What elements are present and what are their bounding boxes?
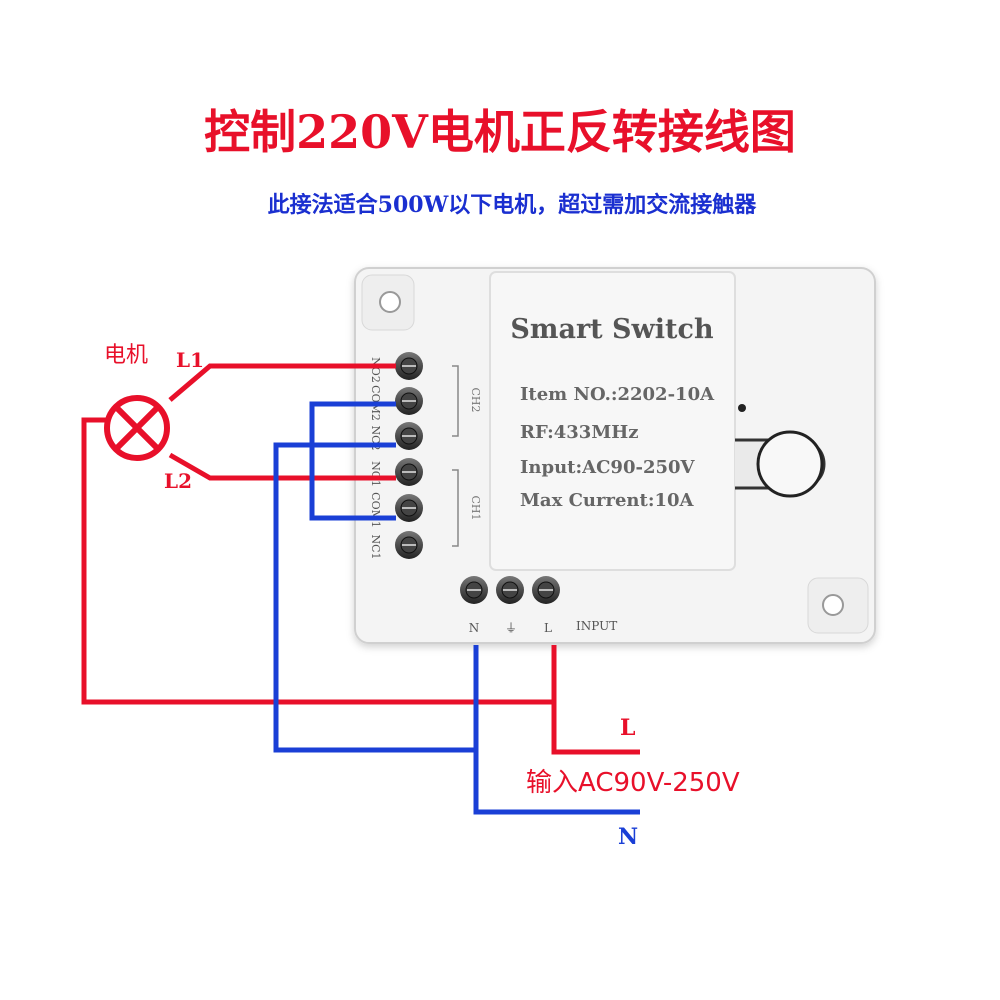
wire-l1	[168, 363, 396, 402]
wire-supply-neutral	[473, 645, 640, 815]
terminal-label-com1: COM1	[369, 492, 382, 528]
terminal-screw-l[interactable]	[532, 576, 560, 604]
motor-lead-l2-label: L2	[164, 469, 192, 493]
terminal-screw-ground[interactable]	[496, 576, 524, 604]
motor-lead-l1-label: L1	[176, 348, 204, 372]
wire-com2	[309, 401, 396, 521]
motor-symbol	[104, 395, 170, 461]
input-terminal-label: INPUT	[576, 619, 617, 633]
terminal-label-no1: NO1	[369, 461, 382, 487]
device-input: Input:AC90-250V	[520, 457, 696, 478]
smart-switch-module: Smart Switch Item NO.:2202-10A RF:433MHz…	[354, 267, 876, 644]
terminal-screw-com1[interactable]	[395, 494, 423, 522]
terminal-screw-nc2[interactable]	[395, 422, 423, 450]
terminal-label-n: N	[469, 621, 480, 635]
supply-neutral-label: N	[618, 824, 638, 850]
terminal-label-no2: NO2	[369, 357, 382, 383]
relay-cover	[489, 271, 736, 571]
supply-voltage-label: 输入AC90V-250V	[526, 768, 740, 798]
blue-wires	[273, 401, 640, 815]
ch2-label: CH2	[469, 387, 482, 412]
terminal-screw-nc1[interactable]	[395, 531, 423, 559]
status-led	[738, 404, 746, 412]
motor-cross-b	[113, 404, 161, 452]
ch1-bracket	[452, 469, 459, 547]
device-name: Smart Switch	[510, 314, 714, 345]
terminal-screw-no2[interactable]	[395, 352, 423, 380]
page-subtitle: 此接法适合500W以下电机，超过需加交流接触器	[268, 192, 758, 218]
red-wires	[81, 363, 640, 755]
terminal-label-l: L	[544, 621, 552, 635]
terminal-label-ground: ⏚	[505, 621, 517, 635]
wire-nc2	[273, 442, 476, 753]
ch1-label: CH1	[469, 495, 482, 520]
motor-label: 电机	[104, 343, 148, 368]
page-title: 控制220V电机正反转接线图	[204, 105, 796, 159]
terminal-screw-n[interactable]	[460, 576, 488, 604]
mount-hole-top	[379, 291, 401, 313]
wire-l2	[168, 452, 396, 481]
supply-live-label: L	[620, 715, 635, 741]
device-rf: RF:433MHz	[520, 422, 638, 443]
mount-hole-bottom	[822, 594, 844, 616]
wire-supply-live	[551, 645, 640, 755]
wire-motor-live	[81, 417, 554, 705]
pair-button[interactable]	[756, 430, 824, 498]
terminal-screw-com2[interactable]	[395, 387, 423, 415]
device-max-current: Max Current:10A	[520, 490, 695, 511]
terminal-screw-no1[interactable]	[395, 458, 423, 486]
ch2-bracket	[452, 365, 459, 437]
device-item-no: Item NO.:2202-10A	[520, 384, 715, 405]
terminal-label-nc1: NC1	[369, 534, 382, 559]
